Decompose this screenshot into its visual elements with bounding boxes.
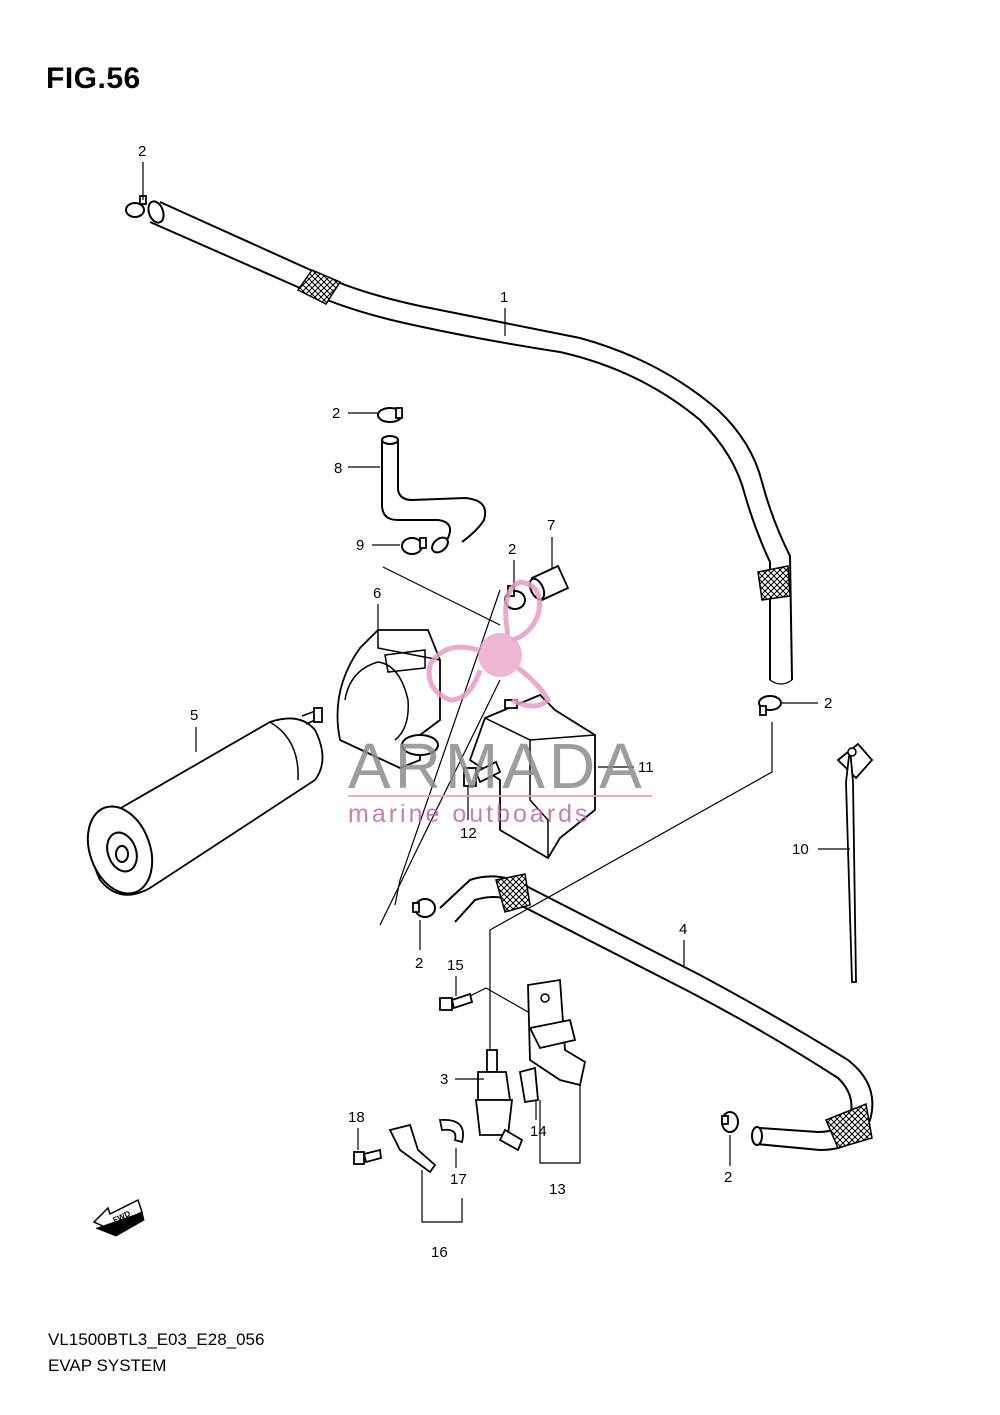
clamp-2-e [412,898,436,918]
callout-10: 10 [792,841,809,858]
callout-6: 6 [373,585,381,602]
clamp-2-d [758,695,782,716]
callout-9: 9 [356,537,364,554]
part-5-canister [86,707,324,896]
callout-4: 4 [679,921,687,938]
callout-1: 1 [500,289,508,306]
figure-name: EVAP SYSTEM [48,1356,167,1375]
callout-13: 13 [549,1181,566,1198]
callout-2-top: 2 [138,143,146,160]
hose-8 [381,435,487,554]
clamp-9 [401,537,427,555]
callout-2-right: 2 [824,695,832,712]
clamp-2-f [721,1111,739,1133]
callout-11: 11 [638,759,654,776]
callout-18: 18 [348,1109,365,1126]
figure-title: FIG.56 [46,62,141,95]
part-7-tube [528,564,570,602]
callout-15: 15 [447,957,464,974]
part-12-bolt [463,760,502,787]
callout-3: 3 [440,1071,448,1088]
part-16-clamp [388,1119,464,1174]
propeller-logo-icon [426,579,552,709]
callout-7: 7 [547,517,555,534]
callout-14: 14 [530,1123,547,1140]
callout-5: 5 [190,707,198,724]
callout-17: 17 [450,1171,467,1188]
callout-2-low: 2 [415,955,423,972]
part-15-bolt [439,992,474,1011]
part-10-tie [836,742,874,983]
figure-code: VL1500BTL3_E03_E28_056 [48,1330,265,1349]
hose-1 [147,200,793,685]
connection-lines [379,566,773,1050]
callout-2-mid: 2 [508,541,516,558]
hose-4 [439,873,874,1152]
callout-2-bottom: 2 [724,1169,732,1186]
fwd-arrow-icon: FWD [92,1198,145,1237]
part-3-valve [474,1049,524,1152]
armada-watermark: ARMADA marine outboards [348,579,652,828]
watermark-tagline: marine outboards [348,800,591,828]
part-18-screw [353,1148,382,1165]
watermark-brand: ARMADA [348,730,646,802]
part-13-bracket [518,978,587,1104]
callout-12: 12 [460,825,477,842]
callout-2-hose8: 2 [332,405,340,422]
callout-8: 8 [334,460,342,477]
part-6-holder [336,629,441,769]
clamp-2-b [377,407,403,423]
callouts: 2 1 2 8 9 2 7 6 5 2 11 12 10 4 2 15 3 [138,143,850,1261]
callout-16: 16 [431,1244,448,1261]
